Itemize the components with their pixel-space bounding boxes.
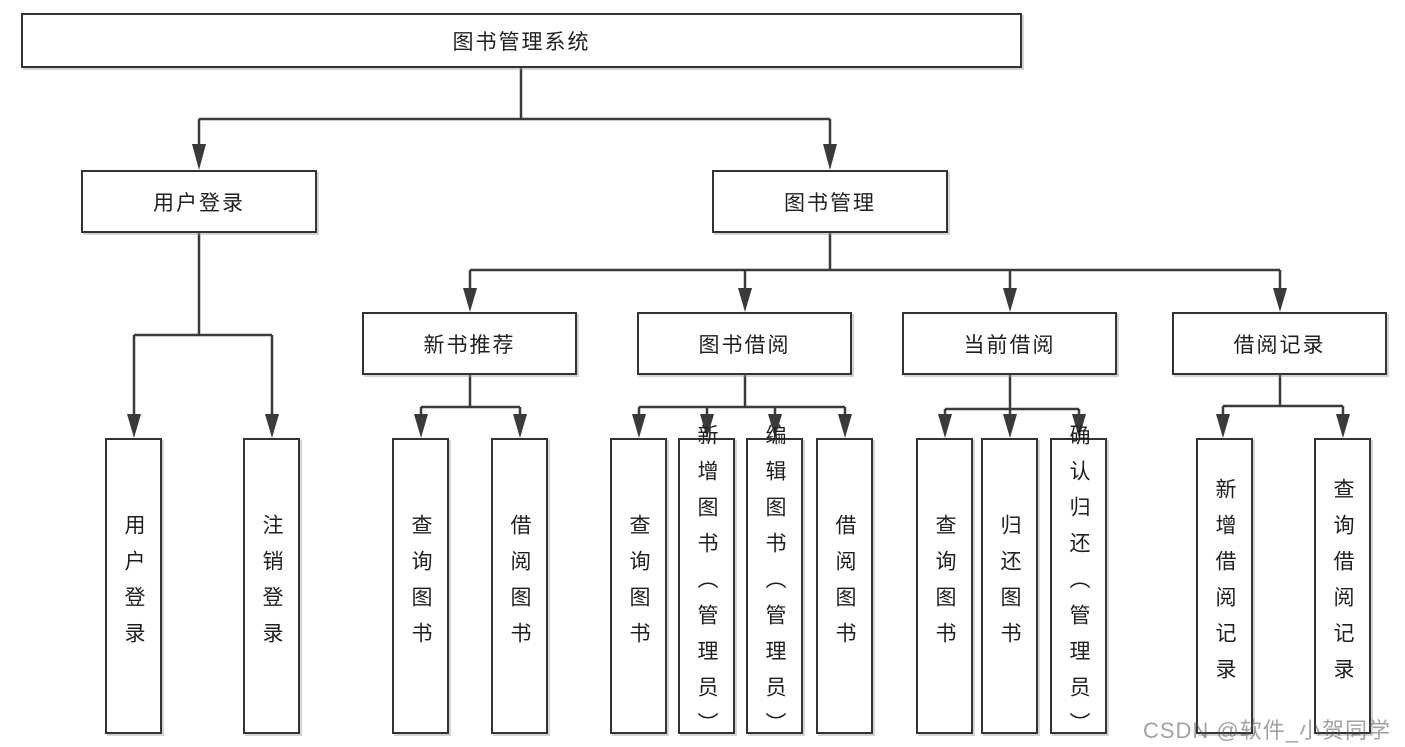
node-label: 用户登录 xyxy=(153,191,245,215)
node-borrow-records: 借阅记录 xyxy=(1172,312,1387,375)
node-label: 借阅记录 xyxy=(1233,333,1326,357)
arrow-down-icon xyxy=(1003,288,1017,312)
connector-newbooks-children xyxy=(414,375,527,438)
arrow-down-icon xyxy=(1216,414,1230,438)
arrow-down-icon xyxy=(192,144,206,170)
arrow-down-icon xyxy=(1336,414,1350,438)
leaf-query-books-current: 查询图书 xyxy=(916,438,973,734)
connector-login-children xyxy=(127,233,279,438)
node-current-borrow: 当前借阅 xyxy=(902,312,1117,375)
node-label: 当前借阅 xyxy=(963,333,1056,357)
node-new-book-recommend: 新书推荐 xyxy=(362,312,577,375)
connector-borrow-children xyxy=(632,375,852,438)
leaf-label: 查询图书 xyxy=(933,514,956,658)
leaf-add-borrow-record: 新增借阅记录 xyxy=(1196,438,1253,734)
arrow-down-icon xyxy=(738,288,752,312)
arrow-down-icon xyxy=(265,414,279,438)
arrow-down-icon xyxy=(1273,288,1287,312)
arrow-down-icon xyxy=(414,414,428,438)
node-label: 图书借阅 xyxy=(698,333,791,357)
leaf-label: 新增图书（管理员） xyxy=(695,424,718,747)
leaf-user-login: 用户登录 xyxy=(105,438,162,734)
leaf-label: 查询图书 xyxy=(627,514,650,658)
leaf-query-borrow-record: 查询借阅记录 xyxy=(1314,438,1371,734)
node-label: 图书管理 xyxy=(784,191,876,215)
leaf-add-books-admin: 新增图书（管理员） xyxy=(678,424,735,747)
node-book-management: 图书管理 xyxy=(712,170,948,233)
node-user-login: 用户登录 xyxy=(81,170,317,233)
node-label: 图书管理系统 xyxy=(452,30,591,54)
leaf-label: 借阅图书 xyxy=(833,514,856,658)
leaf-label: 查询借阅记录 xyxy=(1331,478,1354,694)
leaf-logout-login: 注销登录 xyxy=(243,438,300,734)
connector-mgmt-to-level3 xyxy=(463,233,1287,312)
leaf-label: 新增借阅记录 xyxy=(1213,478,1236,694)
leaf-label: 确认归还（管理员） xyxy=(1067,424,1090,747)
arrow-down-icon xyxy=(823,144,837,170)
leaf-label: 用户登录 xyxy=(122,514,145,658)
leaf-label: 编辑图书（管理员） xyxy=(763,424,786,747)
leaf-query-books-borrow: 查询图书 xyxy=(610,438,667,734)
arrow-down-icon xyxy=(1003,414,1017,438)
arrow-down-icon xyxy=(127,414,141,438)
arrow-down-icon xyxy=(513,414,527,438)
node-library-system: 图书管理系统 xyxy=(21,13,1022,68)
leaf-edit-books-admin: 编辑图书（管理员） xyxy=(746,424,803,747)
leaf-query-books-newbooks: 查询图书 xyxy=(392,438,449,734)
arrow-down-icon xyxy=(463,288,477,312)
csdn-watermark: CSDN @软件_小贺同学 xyxy=(1142,718,1391,743)
leaf-confirm-return-admin: 确认归还（管理员） xyxy=(1050,424,1107,747)
leaf-label: 借阅图书 xyxy=(508,514,531,658)
connector-current-children xyxy=(938,375,1086,438)
leaf-return-books: 归还图书 xyxy=(981,438,1038,734)
arrow-down-icon xyxy=(938,414,952,438)
arrow-down-icon xyxy=(838,414,852,438)
connector-records-children xyxy=(1216,375,1350,438)
leaf-label: 注销登录 xyxy=(260,514,283,658)
leaf-borrow-books: 借阅图书 xyxy=(816,438,873,734)
leaf-borrow-books-newbooks: 借阅图书 xyxy=(491,438,548,734)
leaf-label: 归还图书 xyxy=(998,514,1021,658)
node-label: 新书推荐 xyxy=(423,333,516,357)
connector-root-to-level2 xyxy=(192,68,837,170)
node-book-borrow: 图书借阅 xyxy=(637,312,852,375)
arrow-down-icon xyxy=(632,414,646,438)
leaf-label: 查询图书 xyxy=(409,514,432,658)
